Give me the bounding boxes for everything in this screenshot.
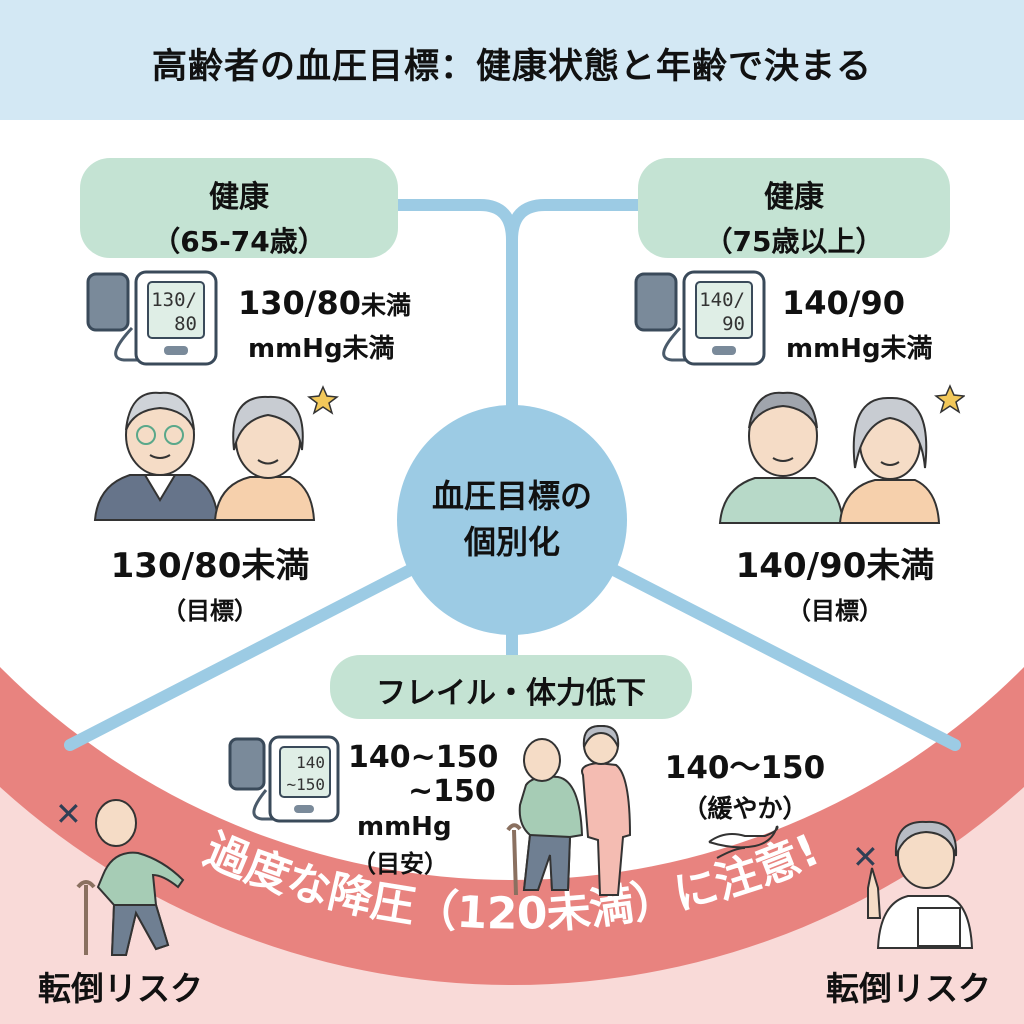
open-hand-icon — [708, 825, 779, 859]
monitor-reading: 140 — [296, 753, 325, 772]
monitor-reading: 80 — [174, 313, 197, 335]
frail-bp-line: 140~150 — [348, 740, 499, 775]
healthy-couple-illustration — [93, 385, 339, 521]
frail-bp-unit: mmHg — [357, 812, 452, 842]
monitor-reading: ~150 — [286, 775, 325, 794]
center-line-2: 個別化 — [463, 523, 560, 561]
elderly-with-caregiver-illustration — [506, 725, 632, 896]
fall-risk-label-right: 転倒リスク — [826, 969, 991, 1008]
gentle-note: （緩やか） — [682, 794, 808, 823]
nurse-illustration — [867, 820, 974, 949]
bp-value: 130/80 — [238, 284, 362, 322]
right-bp-unit: mmHg未満 — [786, 334, 933, 364]
target-note: （目標） — [787, 597, 883, 625]
falling-elderly-illustration — [76, 799, 185, 956]
category-age: （75歳以上） — [704, 225, 884, 258]
target-value: 140/90未満 — [735, 546, 935, 586]
blood-pressure-monitor-icon: 140/ 90 — [634, 270, 766, 366]
monitor-reading: 90 — [722, 313, 745, 335]
cross-icon: ✕ — [852, 838, 879, 876]
category-healthy-75-plus: 健康 （75歳以上） — [638, 158, 950, 258]
connector-right — [506, 199, 644, 246]
star-icon — [307, 385, 339, 415]
target-note: （目標） — [162, 597, 258, 625]
star-icon — [934, 384, 965, 414]
frail-bp-note: （目安） — [352, 850, 448, 878]
connector-diag-right — [598, 559, 961, 751]
blood-pressure-monitor-icon: 140 ~150 — [228, 735, 340, 823]
frail-target: 140〜150 （緩やか） — [650, 742, 840, 825]
blood-pressure-monitor-icon: 130/ 80 — [86, 270, 218, 366]
category-healthy-65-74: 健康 （65-74歳） — [80, 158, 398, 258]
monitor-reading: 140/ — [699, 289, 745, 311]
left-bp-unit: mmHg未満 — [248, 334, 395, 364]
target-value: 130/80未満 — [110, 546, 310, 586]
header — [0, 0, 1024, 120]
left-target: 130/80未満 （目標） — [90, 538, 330, 626]
connector-diag-left — [64, 559, 426, 751]
page-title: 高齢者の血圧目標：健康状態と年齢で決まる — [151, 47, 872, 87]
category-age: （65-74歳） — [152, 225, 326, 258]
right-bp-reading: 140/90 — [782, 284, 906, 322]
bp-suffix: 未満 — [361, 291, 412, 320]
category-label: フレイル・体力低下 — [376, 676, 646, 711]
monitor-reading: 130/ — [151, 289, 197, 311]
gentle-value: 140〜150 — [664, 750, 826, 786]
frail-bp-line: ~150 — [408, 774, 496, 809]
cross-icon: ✕ — [55, 795, 82, 833]
center-line-1: 血圧目標の — [431, 477, 592, 515]
category-frail: フレイル・体力低下 — [330, 655, 692, 719]
right-target: 140/90未満 （目標） — [715, 538, 955, 626]
connector-lines — [64, 199, 961, 751]
left-bp-reading: 130/80未満 — [238, 284, 411, 322]
center-node: 血圧目標の 個別化 — [397, 405, 627, 635]
category-label: 健康 — [209, 180, 269, 215]
healthy-couple-illustration — [718, 384, 965, 524]
category-label: 健康 — [764, 180, 824, 215]
fall-risk-label-left: 転倒リスク — [38, 969, 203, 1008]
